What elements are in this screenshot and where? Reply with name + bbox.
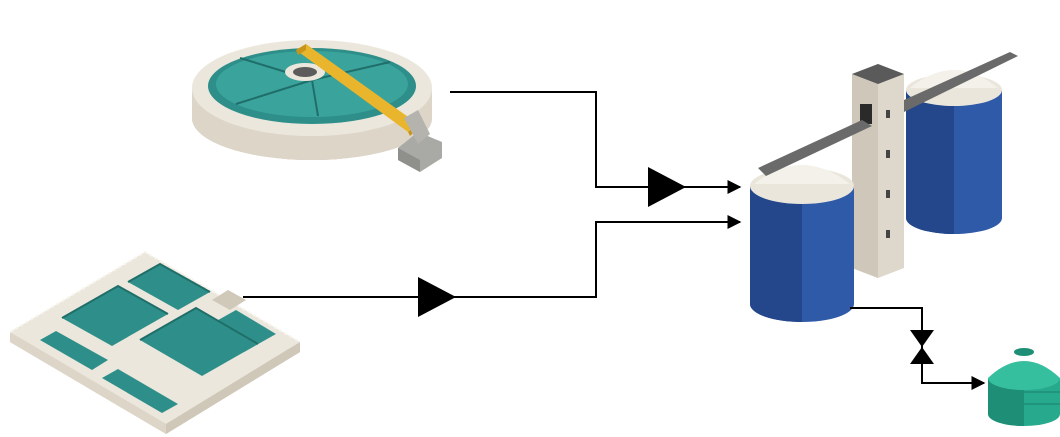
twin-silo-tanks-icon bbox=[750, 52, 1018, 322]
flow-line-basins-to-silos bbox=[243, 215, 742, 298]
rectangular-basins-icon bbox=[9, 250, 301, 434]
flow-line-silos-to-tank bbox=[850, 307, 986, 390]
valve-icon bbox=[910, 330, 934, 364]
flow-line-clarifier-to-silos bbox=[450, 91, 742, 194]
flow-triangle-marker bbox=[418, 277, 456, 317]
flow-triangle-marker bbox=[648, 167, 686, 207]
circular-clarifier-icon bbox=[192, 40, 442, 172]
storage-tank-icon bbox=[988, 348, 1060, 426]
